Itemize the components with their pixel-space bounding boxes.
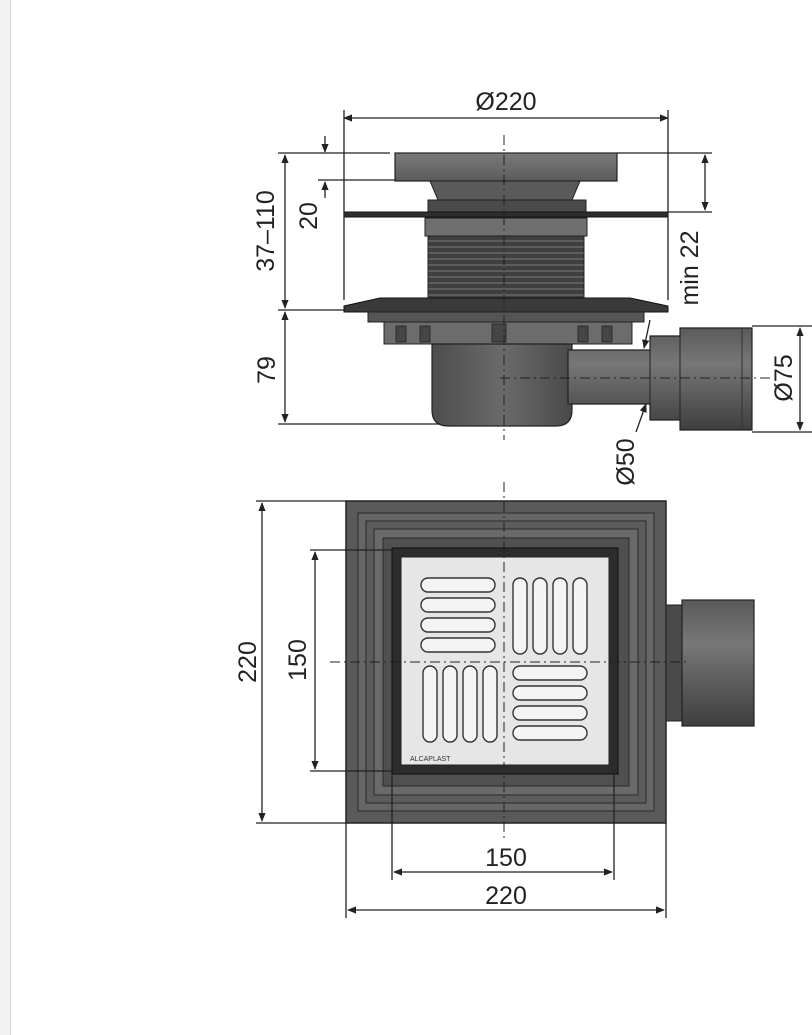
lower-flange: [343, 297, 669, 313]
dim-plan-inner-height: 150: [284, 639, 312, 681]
plan-view: ALCAPLAST: [330, 482, 755, 840]
drain-body: [431, 343, 573, 427]
dim-body-height: 79: [253, 356, 281, 384]
dim-flange-gap: 20: [295, 202, 323, 230]
plan-outlet: [681, 599, 755, 727]
dim-inner-diameter: Ø50: [612, 438, 640, 485]
sealing-flange: [343, 211, 669, 218]
viewer-left-frame: [0, 0, 11, 1035]
grate-slots: [420, 577, 588, 743]
dim-plan-inner-width: 150: [485, 844, 527, 872]
adjustable-top-unit: [394, 152, 618, 215]
dim-plan-outer-width: 220: [485, 882, 527, 910]
dim-plan-outer-height: 220: [234, 641, 262, 683]
plan-view-dimensions: 220 150 150 220: [234, 500, 667, 918]
grate-brand-mark: ALCAPLAST: [410, 756, 451, 763]
dim-adjust-range: 37–110: [252, 190, 280, 272]
dim-outlet-diameter: Ø75: [770, 354, 798, 401]
side-view-dimensions: Ø220 37–110 20 min 22 79 Ø75 Ø50: [252, 88, 812, 486]
dim-min-height: min 22: [676, 230, 704, 305]
side-view: [343, 135, 770, 440]
dim-top-diameter: Ø220: [475, 88, 536, 116]
threaded-extension: [427, 235, 585, 301]
